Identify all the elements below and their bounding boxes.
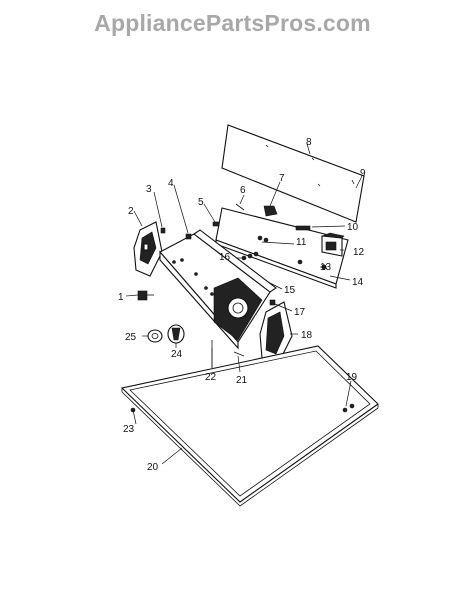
callout-18: 18 xyxy=(301,330,313,341)
callout-3: 3 xyxy=(146,184,152,195)
callout-labels: 1 2 3 4 5 6 7 8 9 10 11 12 13 14 15 16 1… xyxy=(118,137,366,473)
callout-4: 4 xyxy=(168,178,174,189)
callout-10: 10 xyxy=(347,222,359,233)
part-8-rear-panel[interactable] xyxy=(221,124,365,223)
callout-9: 9 xyxy=(360,168,366,179)
callout-2: 2 xyxy=(128,206,134,217)
site-watermark: AppliancePartsPros.com xyxy=(94,10,371,36)
part-17-screw[interactable] xyxy=(269,299,276,306)
callout-19: 19 xyxy=(346,372,358,383)
part-20-top-cover[interactable] xyxy=(120,340,379,507)
callout-25: 25 xyxy=(125,332,137,343)
callout-8: 8 xyxy=(306,137,312,148)
part-7-clip[interactable] xyxy=(263,205,278,217)
callout-16: 16 xyxy=(219,252,231,263)
callout-5: 5 xyxy=(198,197,204,208)
part-12-timer[interactable] xyxy=(321,232,345,257)
callout-20: 20 xyxy=(147,462,159,473)
callout-23: 23 xyxy=(123,424,135,435)
callout-11: 11 xyxy=(296,237,307,248)
callout-7: 7 xyxy=(279,173,285,184)
part-2-left-end-cap[interactable] xyxy=(133,221,163,277)
callout-12: 12 xyxy=(353,247,365,258)
callout-6: 6 xyxy=(240,185,246,196)
leader-lines xyxy=(125,143,363,465)
callout-14: 14 xyxy=(352,277,364,288)
callout-13: 13 xyxy=(320,262,332,273)
part-6-screw[interactable] xyxy=(235,203,245,211)
part-25-knob[interactable] xyxy=(147,329,163,343)
callout-24: 24 xyxy=(171,349,183,360)
callout-1: 1 xyxy=(118,292,124,303)
callout-15: 15 xyxy=(284,285,296,296)
callout-22: 22 xyxy=(205,372,217,383)
part-18-right-end-cap[interactable] xyxy=(259,301,293,365)
callout-17: 17 xyxy=(294,307,306,318)
part-21-screw[interactable] xyxy=(233,351,245,357)
part-24-timer-knob[interactable] xyxy=(167,324,185,344)
part-4-screw[interactable] xyxy=(185,233,192,240)
part-1-switch[interactable] xyxy=(137,290,154,301)
part-3-clip[interactable] xyxy=(160,227,166,234)
part-14-control-bracket[interactable] xyxy=(215,207,349,289)
part-22-control-console[interactable] xyxy=(159,229,277,350)
callout-21: 21 xyxy=(236,375,248,386)
part-5-screw[interactable] xyxy=(212,221,220,227)
